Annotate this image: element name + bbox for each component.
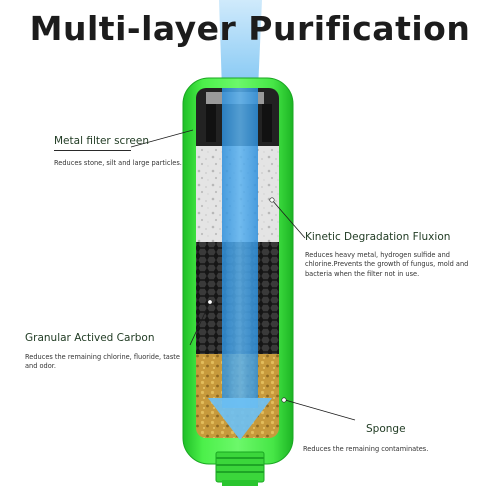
flow-arrow-icon [208,398,272,440]
layer-name: Kinetic Degradation Fluxion [305,231,451,243]
layer-description: Reduces stone, silt and large particles. [54,159,182,167]
layer-callout-carbon: Granular Actived Carbon Reduces the rema… [25,332,190,372]
layer-name: Sponge [366,423,406,435]
callout-dot [207,299,213,305]
layer-name: Metal filter screen [54,135,149,147]
callout-dot [269,197,275,203]
layer-callout-sponge: Sponge Reduces the remaining contaminate… [303,423,483,454]
leader-lines [130,129,356,421]
water-beam [219,0,262,90]
callout-dot [281,397,287,403]
page-title: Multi-layer Purification [29,9,471,48]
layer-callout-metal-screen: Metal filter screen Reduces stone, silt … [54,135,189,168]
layer-callout-kdf: Kinetic Degradation Fluxion Reduces heav… [305,231,480,279]
water-stream [222,88,258,408]
divider [54,150,131,151]
threaded-outlet [215,451,265,486]
layer-description: Reduces the remaining chlorine, fluoride… [25,353,180,371]
layer-description: Reduces the remaining contaminates. [303,445,429,453]
layer-name: Granular Actived Carbon [25,332,155,344]
layer-description: Reduces heavy metal, hydrogen sulfide an… [305,251,469,278]
